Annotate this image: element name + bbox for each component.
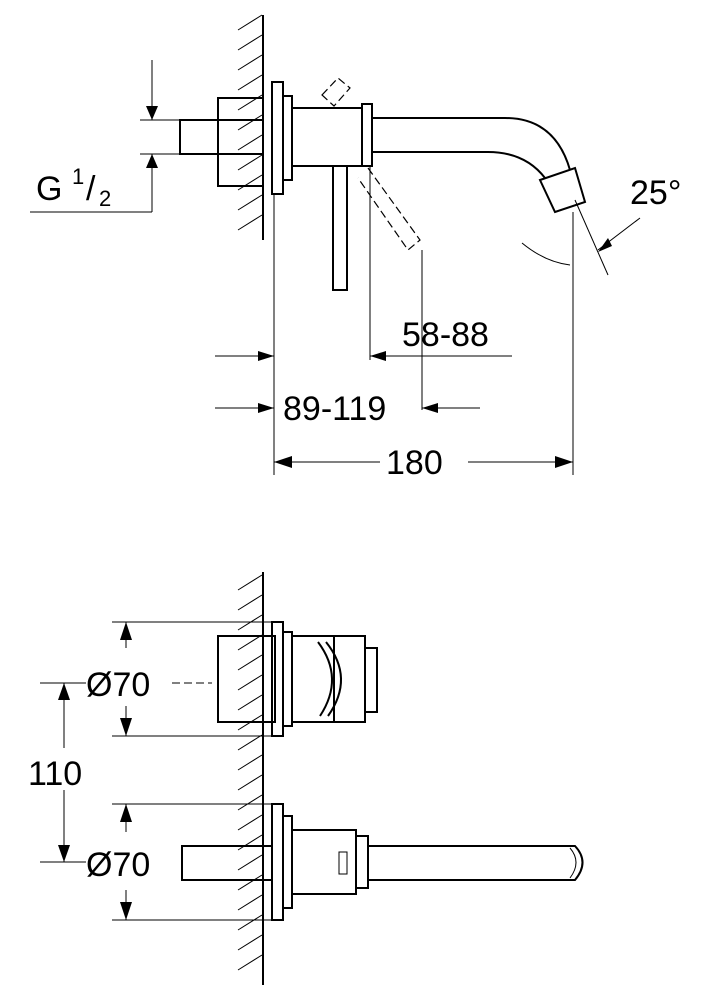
length-label: 180	[386, 444, 443, 482]
wall-hatching-bottom	[237, 572, 264, 985]
svg-text:/: /	[86, 170, 96, 208]
thread-label: G	[36, 170, 62, 208]
thread-fraction-numerator: 1	[72, 164, 84, 189]
angle-label: 25°	[630, 174, 681, 212]
depth-max-label: 89-119	[283, 390, 386, 428]
depth-min-label: 58-88	[402, 316, 489, 354]
side-view: G 1 / 2 25° 58-88 89-119 180	[30, 14, 681, 482]
spacing-label: 110	[28, 755, 82, 793]
thread-fraction-denominator: 2	[99, 186, 111, 211]
rosette-bottom-label: Ø70	[86, 846, 150, 884]
rosette-top-label: Ø70	[86, 666, 150, 704]
top-view: Ø70 110 Ø70	[28, 572, 584, 985]
wall-hatching-top	[237, 14, 264, 240]
